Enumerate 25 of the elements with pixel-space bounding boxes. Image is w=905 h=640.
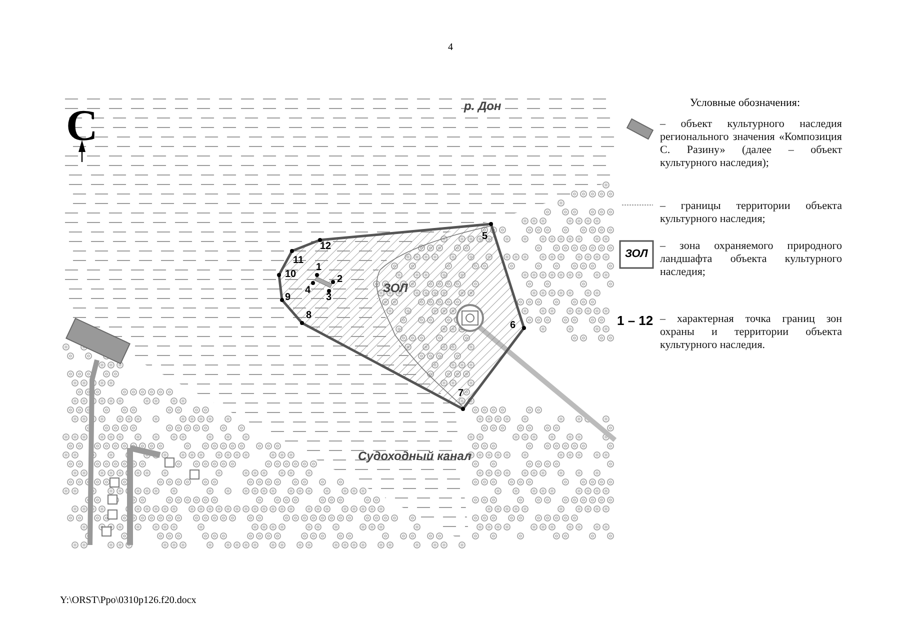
river-name: р. Дон — [464, 99, 502, 113]
point-number: 7 — [458, 388, 464, 399]
point-number: 11 — [293, 255, 304, 266]
point-number: 6 — [510, 320, 516, 331]
legend-text: – границы территории объекта культурного наследия; — [660, 200, 842, 226]
legend-text: – зона охраняемого природного ландшафта объекта культурного наследия; — [660, 240, 842, 279]
north-label: С — [66, 100, 98, 151]
point-number: 10 — [285, 269, 296, 280]
file-path: Y:\ORST\Ppo\0310p126.f20.docx — [60, 595, 196, 606]
legend-text: – объект культурного наследия регионального значения «Композиция С. Разину» (далее – объект культурного наследия); — [660, 118, 842, 170]
point-number: 4 — [305, 285, 311, 296]
point-number: 5 — [482, 231, 488, 242]
point-number: 8 — [306, 310, 312, 321]
canal-name: Судоходный канал — [358, 449, 472, 463]
point-number: 2 — [337, 274, 343, 285]
point-number: 12 — [320, 241, 332, 252]
point-number: 9 — [285, 292, 291, 303]
zone-legend-label: ЗОЛ — [625, 248, 648, 260]
point-number: 3 — [326, 292, 332, 303]
page-number: 4 — [448, 42, 453, 53]
legend-heading: Условные обозначения: — [690, 97, 800, 109]
point-number: 1 — [316, 262, 322, 273]
point-range-label: 1 – 12 — [617, 313, 654, 328]
legend-text: – характерная точка границ зон охраны и территории объекта культурного наследия. — [660, 313, 842, 352]
zone-label: ЗОЛ — [383, 281, 408, 295]
